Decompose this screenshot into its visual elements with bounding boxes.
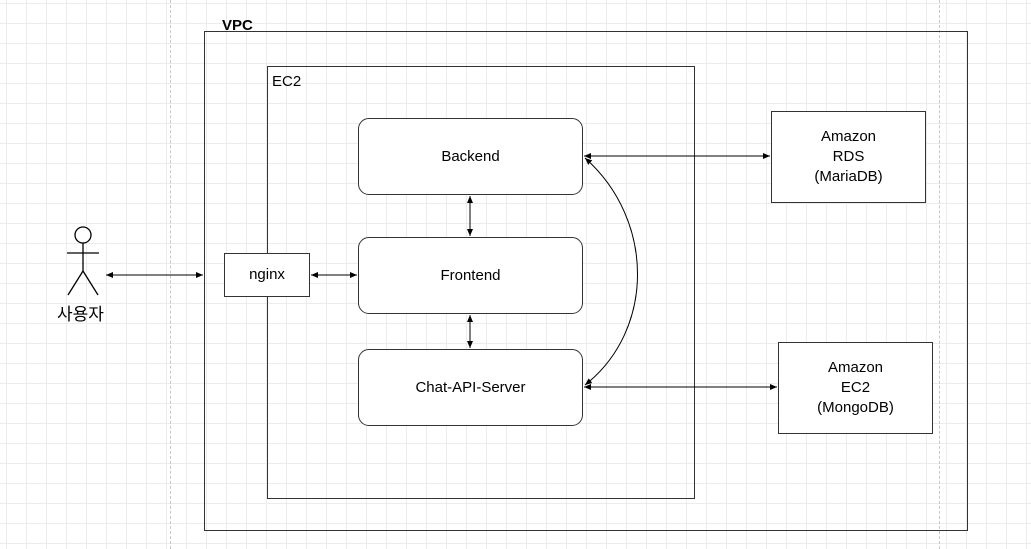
ext-ec2-line-3: (MongoDB) [817,399,894,416]
ec2-label: EC2 [272,73,302,90]
nginx-node[interactable]: nginx [224,253,310,297]
vpc-container[interactable] [204,31,968,531]
chat-api-server-label: Chat-API-Server [415,378,526,396]
page-guide-line-left [170,0,171,549]
chat-api-server-node[interactable]: Chat-API-Server [358,349,583,426]
backend-label: Backend [441,147,500,165]
ext-ec2-line-1: Amazon [827,359,884,376]
amazon-rds-node[interactable]: Amazon RDS (MariaDB) [771,111,926,203]
frontend-node[interactable]: Frontend [358,237,583,314]
rds-line-3: (MariaDB) [814,168,883,185]
frontend-label: Frontend [440,266,501,284]
ext-ec2-line-2: EC2 [840,379,871,396]
user-actor-icon[interactable] [64,225,104,299]
vpc-label: VPC [222,17,253,34]
backend-node[interactable]: Backend [358,118,583,195]
amazon-ec2-mongodb-node[interactable]: Amazon EC2 (MongoDB) [778,342,933,434]
nginx-label: nginx [249,266,285,283]
rds-line-1: Amazon [820,128,877,145]
user-label: 사용자 [57,305,104,324]
rds-line-2: RDS [832,148,865,165]
page-guide-line-right [939,0,940,549]
